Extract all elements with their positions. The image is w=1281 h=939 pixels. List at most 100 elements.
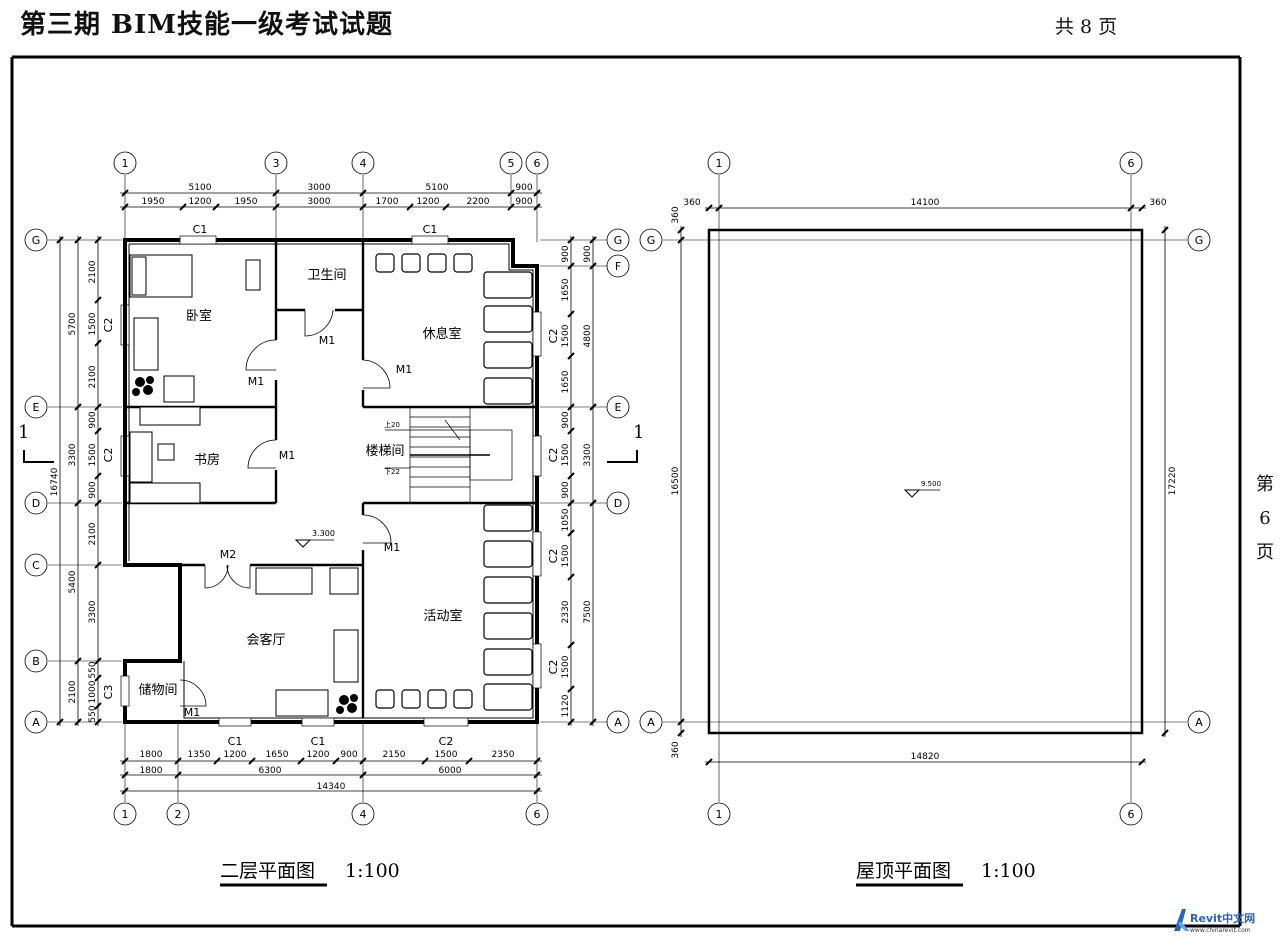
door-tag: M1	[248, 375, 265, 388]
grid-label: G	[647, 234, 656, 247]
dim-text: 360	[683, 198, 700, 208]
grid-label: 6	[534, 157, 541, 170]
dim-text: 1200	[189, 197, 212, 207]
door-tag: M1	[184, 706, 201, 719]
dim-text: 1950	[235, 197, 258, 207]
dim-text: 550	[88, 661, 98, 678]
dim-text: 5100	[426, 183, 449, 193]
dim-text: 900	[561, 481, 571, 498]
dim-total: 16740	[50, 467, 60, 496]
grid-label: 1	[122, 808, 129, 821]
dim-text: 6300	[259, 766, 282, 776]
dim-text: 2150	[383, 750, 406, 760]
dim-text: 360	[671, 206, 681, 223]
dim-text: 2100	[68, 680, 78, 703]
room-reception: 会客厅	[246, 632, 285, 648]
grid-label: E	[33, 401, 40, 414]
dim-text: 16500	[671, 466, 681, 495]
grid-label: 4	[360, 157, 367, 170]
dim-text: 5100	[189, 183, 212, 193]
dim-text: 1500	[435, 750, 458, 760]
dim-text: 1800	[140, 750, 163, 760]
door-tag: M1	[396, 363, 413, 376]
grid-label: 2	[175, 808, 182, 821]
grid-label: A	[1195, 716, 1203, 729]
dim-text: 1500	[88, 443, 98, 466]
grid-label: F	[615, 260, 621, 273]
side-char: 页	[1256, 542, 1274, 563]
roof-scale: 1:100	[981, 860, 1036, 882]
window-tag: C2	[547, 549, 560, 564]
grid-label: 1	[716, 157, 723, 170]
dim-text: 1000	[88, 680, 98, 703]
dim-text: 900	[88, 481, 98, 498]
dim-text: 2200	[467, 197, 490, 207]
room-bedroom: 卧室	[186, 308, 212, 324]
grid-label: 5	[508, 157, 515, 170]
window-tag: C1	[228, 735, 243, 748]
grid-label: 1	[122, 157, 129, 170]
dim-text: 3000	[308, 197, 331, 207]
grid-label: B	[32, 655, 40, 668]
dim-text: 1800	[140, 766, 163, 776]
dim-text: 5700	[68, 312, 78, 335]
dim-text: 900	[515, 183, 532, 193]
dim-text: 1200	[307, 750, 330, 760]
dim-text: 550	[88, 705, 98, 722]
grid-label: D	[32, 497, 40, 510]
dim-text: 3300	[88, 600, 98, 623]
dim-text: 14820	[911, 752, 940, 762]
total-pages: 共 8 页	[1055, 16, 1118, 38]
window-tag: C2	[547, 329, 560, 344]
dim-text: 3300	[583, 443, 593, 466]
grid-label: D	[614, 497, 622, 510]
dim-text: 3300	[68, 443, 78, 466]
revit-logo: Revit中文网 www.chinarevit.com	[1174, 909, 1255, 934]
grid-label: G	[32, 234, 41, 247]
dim-text: 3000	[308, 183, 331, 193]
second-floor-plan: 3.300 1 1 1 3 4 5 6 1 2 4 6 G E D C	[18, 151, 644, 887]
floor-elevation: 3.300	[312, 529, 335, 538]
dim-text: 900	[561, 411, 571, 428]
dim-text: 360	[1149, 198, 1166, 208]
dim-text: 14100	[911, 198, 940, 208]
dim-text: 6000	[439, 766, 462, 776]
dim-text: 1200	[417, 197, 440, 207]
room-toilet: 卫生间	[307, 268, 346, 283]
dim-text: 1650	[561, 370, 571, 393]
grid-label: A	[32, 716, 40, 729]
dim-text: 1500	[88, 312, 98, 335]
dim-text: 900	[561, 245, 571, 262]
roof-caption: 屋顶平面图	[856, 860, 951, 882]
side-char: 6	[1259, 508, 1271, 529]
logo-url: www.chinarevit.com	[1190, 927, 1251, 934]
grid-label: 3	[273, 157, 280, 170]
dim-text: 1120	[561, 694, 571, 717]
door-tag: M1	[384, 541, 401, 554]
grid-label: G	[614, 234, 623, 247]
grid-label: 1	[716, 808, 723, 821]
dim-text: 360	[671, 741, 681, 758]
dim-text: 900	[583, 245, 593, 262]
dim-text: 1500	[561, 443, 571, 466]
window-tag: C2	[547, 660, 560, 675]
section-mark-right: 1	[633, 422, 644, 443]
stair-down-label: 下22	[384, 468, 400, 476]
door-tag: M1	[279, 449, 296, 462]
room-storage: 储物间	[138, 683, 177, 698]
roof-plan: 1 6 1 6 G A G A 14100 360 360 14820 1650…	[639, 151, 1211, 887]
dim-text: 2330	[561, 600, 571, 623]
dim-text: 1700	[376, 197, 399, 207]
logo-text: Revit中文网	[1190, 911, 1255, 925]
plan2-caption: 二层平面图	[220, 860, 315, 882]
window-tag: C1	[193, 223, 208, 236]
dim-text: 17220	[1168, 466, 1178, 495]
dim-text: 1950	[142, 197, 165, 207]
dim-text: 5400	[68, 570, 78, 593]
roof-elevation: 9.500	[921, 480, 941, 488]
section-mark-left: 1	[18, 422, 29, 443]
dim-text: 2100	[88, 260, 98, 283]
dim-text: 1650	[561, 278, 571, 301]
dim-text: 7500	[583, 600, 593, 623]
